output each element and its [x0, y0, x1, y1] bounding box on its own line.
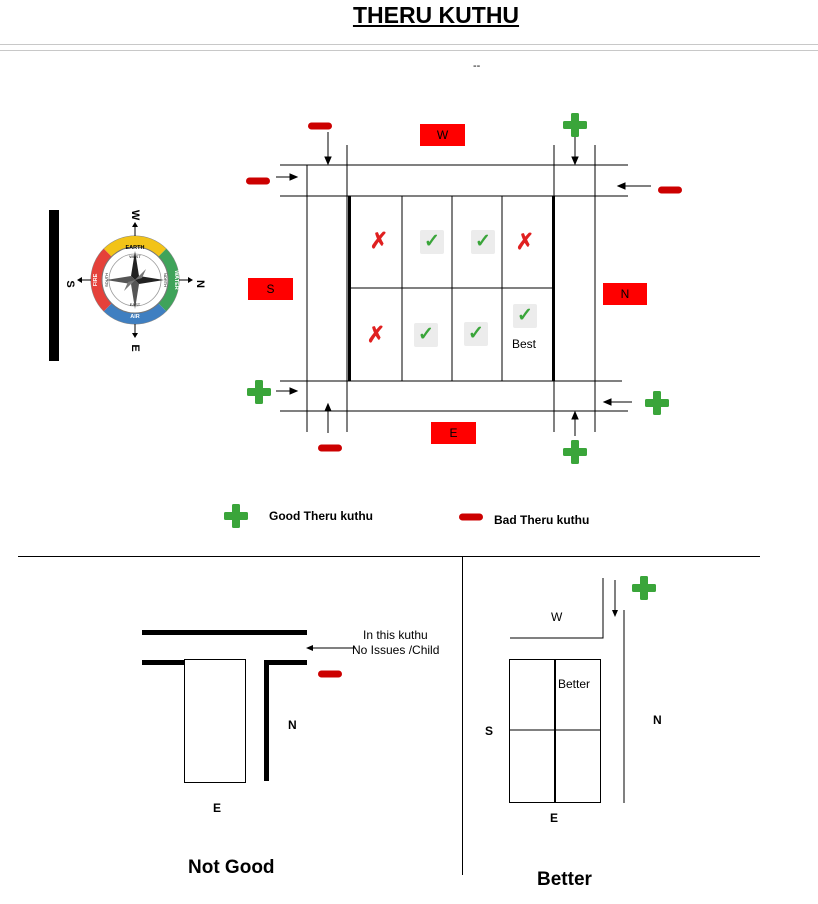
road-left-segment: [142, 660, 184, 665]
compass-side-bar: [49, 210, 59, 361]
legend-good: Good Theru kuthu: [269, 509, 373, 523]
west-label: W: [420, 124, 465, 146]
compass-s-label: S: [64, 280, 76, 287]
compass-earth-label: EARTH: [126, 245, 145, 251]
plot-top-1-cross-icon: ✗: [369, 228, 389, 253]
better-west: W: [551, 610, 563, 624]
plot-bottom-1-cross-icon: ✗: [366, 322, 386, 347]
header-dashes: --: [473, 60, 481, 72]
road-vertical: [264, 660, 269, 781]
compass-icon: EARTH AIR WATER FIRE WEST EAST NORTH SOU…: [64, 210, 206, 352]
plot-bottom-3-tick-icon: ✓: [464, 322, 488, 346]
better-plot-label: Better: [558, 677, 591, 691]
not-good-caption: Not Good: [188, 857, 275, 878]
compass-inner-west: WEST: [129, 254, 141, 259]
compass-e-label: E: [129, 344, 141, 351]
compass-air-segment: [103, 303, 167, 324]
south-label: S: [248, 278, 293, 300]
better-caption: Better: [537, 869, 592, 890]
top-divider-2: [0, 50, 818, 51]
east-label: E: [431, 422, 476, 444]
compass-air-label: AIR: [130, 314, 140, 320]
not-good-east: E: [213, 801, 222, 815]
note-arrow-icon: [306, 645, 355, 651]
bottom-column-divider: [462, 557, 463, 875]
compass-water-label: WATER: [173, 270, 179, 289]
note-line-2: No Issues /Child: [352, 643, 440, 657]
plot-bottom-4-tick-icon: ✓: [513, 304, 537, 328]
best-label: Best: [512, 337, 537, 351]
plot-bottom-2-tick-icon: ✓: [414, 323, 438, 347]
plot-not-good: [184, 659, 246, 783]
section-divider: [18, 556, 760, 557]
better-north: N: [653, 713, 662, 727]
compass-earth-segment: [103, 236, 167, 257]
compass-inner-east: EAST: [130, 302, 141, 307]
compass-w-label: W: [129, 210, 141, 221]
plot-top-2-tick-icon: ✓: [420, 230, 444, 254]
better-east: E: [550, 811, 559, 825]
plot-top-3-tick-icon: ✓: [471, 230, 495, 254]
better-south: S: [485, 724, 494, 738]
compass-fire-label: FIRE: [93, 273, 99, 286]
compass-inner-north: NORTH: [163, 273, 168, 287]
compass-n-label: N: [194, 280, 206, 288]
plot-top-4-cross-icon: ✗: [515, 229, 535, 254]
north-label: N: [603, 283, 647, 305]
compass-fire-segment: [91, 248, 112, 312]
note-line-1: In this kuthu: [363, 628, 428, 642]
compass-water-segment: [158, 248, 179, 312]
not-good-north: N: [288, 718, 297, 732]
compass-inner-south: SOUTH: [104, 273, 109, 287]
road-right-segment: [264, 660, 307, 665]
legend-bad: Bad Theru kuthu: [494, 513, 590, 527]
page-title: THERU KUTHU: [352, 2, 520, 28]
top-divider: [0, 44, 818, 45]
road-top: [142, 630, 307, 635]
